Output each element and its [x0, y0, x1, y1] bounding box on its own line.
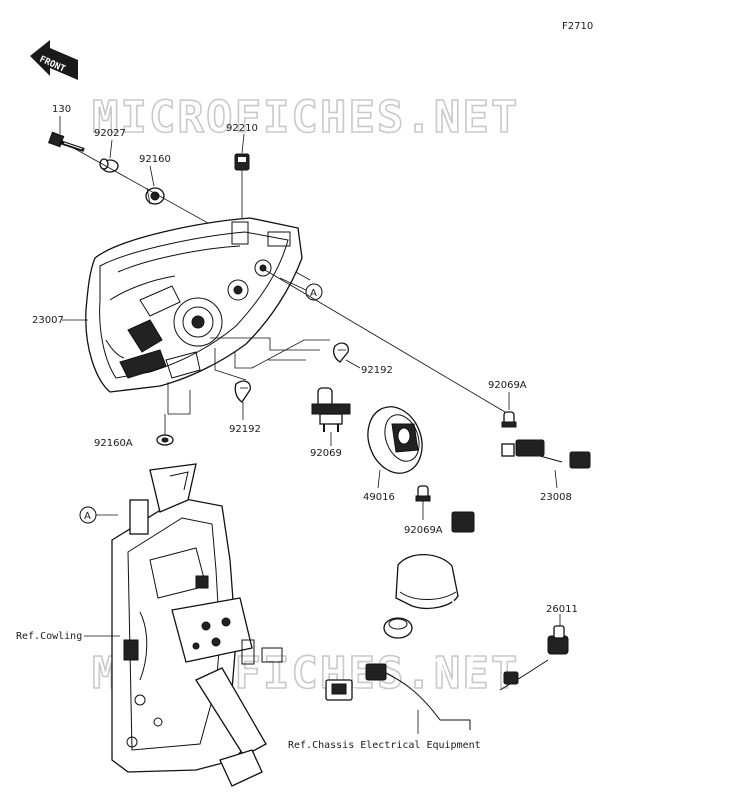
bulb-92069A-upper [501, 411, 517, 428]
collar-92027 [99, 158, 119, 173]
label-92069: 92069 [310, 448, 342, 459]
callout-a-upper: A [310, 288, 317, 299]
bulb-92069 [311, 387, 351, 432]
watermark-top: MICROFICHES.NET [92, 92, 519, 143]
harness-23008 [451, 430, 604, 533]
grommet-92160 [145, 187, 165, 205]
label-92192-upper: 92192 [361, 365, 393, 376]
clip-92210 [234, 153, 250, 171]
label-23007: 23007 [32, 315, 64, 326]
label-92210: 92210 [226, 123, 258, 134]
socket-26011 [547, 625, 569, 655]
label-92069A-lower: 92069A [404, 525, 443, 536]
bulb-92069A-lower [415, 485, 431, 502]
label-26011: 26011 [546, 604, 578, 615]
chassis-harness [325, 553, 549, 730]
ref-chassis-electrical: Ref.Chassis Electrical Equipment [288, 740, 481, 751]
label-92027: 92027 [94, 128, 126, 139]
grommet-92160A [156, 434, 174, 446]
ref-cowling: Ref.Cowling [16, 631, 82, 642]
front-arrow-icon: FRONT [30, 40, 78, 80]
headlight-bracket [111, 463, 283, 787]
label-92192-lower: 92192 [229, 424, 261, 435]
label-92160A: 92160A [94, 438, 133, 449]
clip-92192-lower [234, 380, 251, 403]
bulb-cap-49016 [367, 406, 423, 474]
label-92160: 92160 [139, 154, 171, 165]
label-49016: 49016 [363, 492, 395, 503]
label-23008: 23008 [540, 492, 572, 503]
clip-92192-upper [333, 342, 349, 363]
callout-a-lower: A [84, 511, 91, 522]
figure-code: F2710 [562, 21, 593, 32]
label-92069A-upper: 92069A [488, 380, 527, 391]
label-130: 130 [52, 104, 71, 115]
bolt-130 [48, 131, 85, 152]
headlight-unit-23007 [85, 217, 303, 393]
